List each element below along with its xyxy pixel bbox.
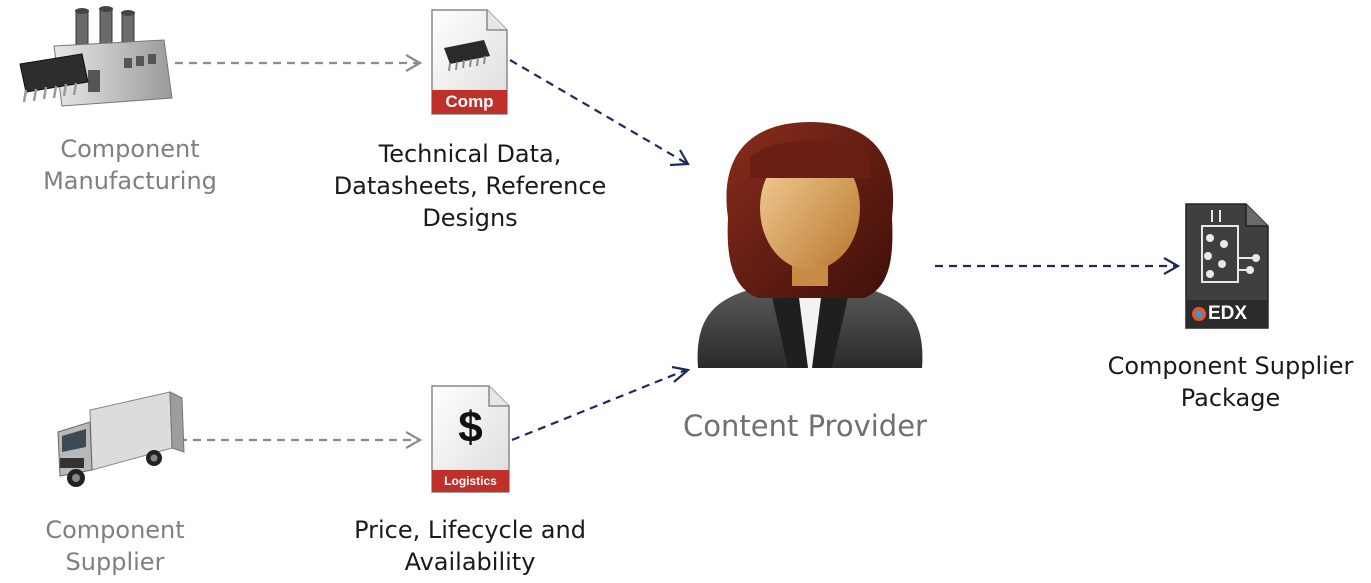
edge-manufacturer-to-technical [175,54,423,72]
edx-badge-label: EDX [1208,303,1248,324]
package-label: Component Supplier Package [1107,352,1354,412]
chip-document-icon [431,9,508,115]
edx-document-icon [1185,203,1269,329]
logistics-badge-label: Logistics [444,474,497,488]
supplier-label: Component Supplier [45,516,185,576]
factory-icon [19,6,173,107]
technical-doc-label: Technical Data, Datasheets, Reference De… [333,140,607,232]
comp-badge-label: Comp [445,92,494,111]
edge-provider-to-package [935,257,1181,275]
person-icon [697,122,923,368]
edge-supplier-to-logistics [165,431,423,449]
truck-icon [57,391,185,487]
manufacturer-label: Component Manufacturing [43,135,217,195]
edge-logistics-to-provider [511,365,691,442]
dollar-symbol: $ [458,403,483,452]
content-provider-label: Content Provider [683,409,927,443]
edge-technical-to-provider [509,59,690,167]
dollar-document-icon [431,385,510,493]
logistics-doc-label: Price, Lifecycle and Availability [354,516,586,576]
